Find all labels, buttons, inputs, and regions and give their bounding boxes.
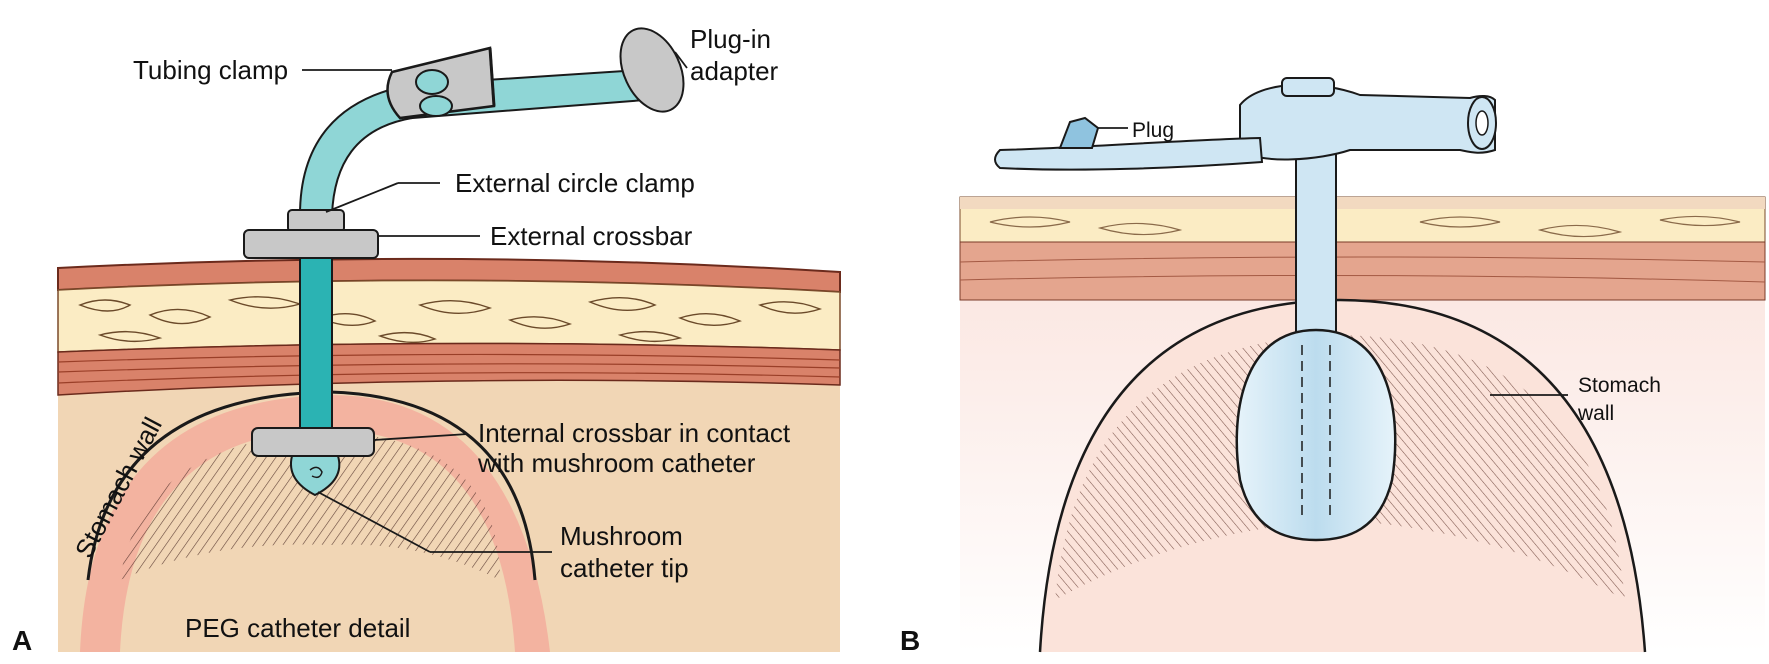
external-crossbar — [243, 229, 379, 259]
mushroom-catheter-tip-icon — [290, 455, 341, 497]
balloon-stem — [1295, 149, 1337, 346]
plug-arm — [994, 136, 1264, 171]
plug-in-adapter-label-line1: Plug-in — [690, 24, 771, 54]
tubing-clamp-icon — [386, 46, 496, 120]
stomach-wall-label-b-line2: wall — [1577, 402, 1614, 425]
external-circle-clamp-label: External circle clamp — [455, 168, 695, 198]
internal-crossbar-label-line1: Internal crossbar in contact — [478, 418, 791, 448]
fat-lobules — [78, 296, 823, 344]
panel-b-fat-lobules — [989, 215, 1741, 238]
leader-lines-b — [1098, 127, 1568, 396]
panel-b-skin-top — [960, 197, 1765, 209]
leader-lines-a — [302, 51, 688, 553]
panel-b-muscle-layer — [959, 241, 1766, 301]
external-port-body — [1239, 83, 1496, 161]
panel-b-muscle-fibers — [959, 256, 1766, 283]
mushroom-tip-label-line1: Mushroom — [560, 521, 683, 551]
plug-label: Plug — [1132, 119, 1174, 142]
external-port-opening-inner — [1475, 110, 1489, 136]
panel-b: Plug Stomach wall B — [900, 77, 1766, 656]
plug-in-adapter-icon — [619, 27, 685, 113]
fat-layer — [57, 279, 841, 353]
stomach-wall-label-b-line1: Stomach — [1578, 374, 1661, 397]
external-crossbar-label: External crossbar — [490, 221, 693, 251]
inflated-balloon — [1235, 328, 1397, 542]
mushroom-tip-label-line2: catheter tip — [560, 553, 689, 583]
panel-b-letter: B — [900, 625, 920, 656]
plug-in-adapter-label-line2: adapter — [690, 56, 779, 86]
internal-crossbar-label-line2: with mushroom catheter — [477, 448, 756, 478]
external-port-cap — [1281, 77, 1335, 97]
catheter-tube — [299, 239, 333, 431]
tubing-clamp-label: Tubing clamp — [133, 55, 288, 85]
muscle-fibers — [57, 353, 841, 384]
internal-crossbar — [251, 427, 375, 457]
panel-a-caption: PEG catheter detail — [185, 613, 410, 643]
external-circle-clamp — [287, 209, 345, 233]
plug-icon — [1058, 116, 1100, 149]
mushroom-tip-spiral-icon — [309, 466, 323, 479]
balloon-inner-stem — [1301, 345, 1331, 520]
panel-a-letter: A — [12, 625, 32, 656]
stomach-mucosa-hatch — [120, 432, 500, 580]
panel-a: Tubing clamp Plug-in adapter External ci… — [12, 24, 841, 656]
